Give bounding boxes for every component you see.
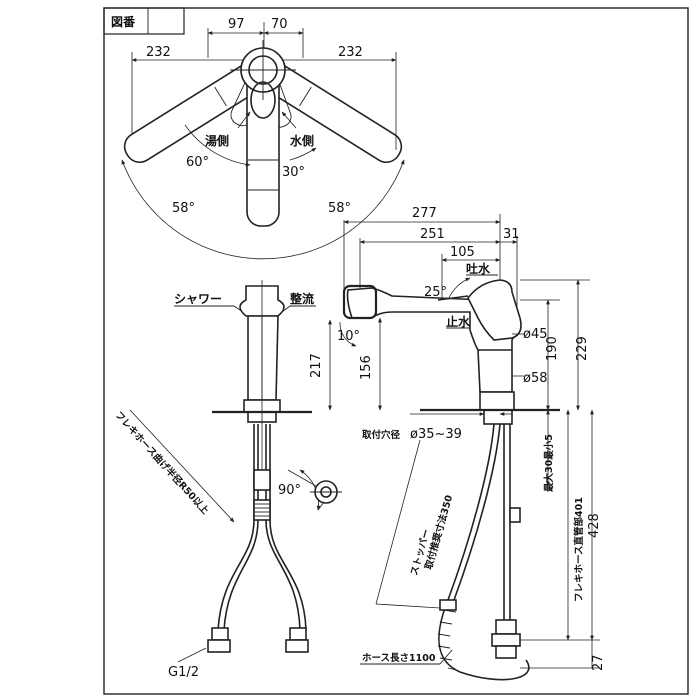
spout-water-label: 吐水 bbox=[466, 261, 491, 276]
angle-58-left: 58° bbox=[172, 201, 195, 216]
dim-277: 277 bbox=[412, 206, 437, 221]
title-block bbox=[103, 7, 185, 35]
flex-bend-radius-label: フレキホース曲げ半径R50以上 bbox=[113, 409, 212, 517]
angle-90: 90° bbox=[278, 483, 301, 498]
mount-hole-label: 取付穴径 bbox=[362, 429, 401, 441]
angle-10: 10° bbox=[337, 329, 360, 344]
dim-156: 156 bbox=[359, 355, 374, 380]
front-view: シャワー 整流 フレキホース曲げ半径R50以上 bbox=[113, 280, 342, 680]
angle-58-right: 58° bbox=[328, 201, 351, 216]
dim-232-right: 232 bbox=[338, 45, 363, 60]
side-view: 277 251 105 31 吐水 25° 止水 10° 217 156 190… bbox=[309, 206, 606, 681]
dim-27: 27 bbox=[591, 654, 606, 671]
hose-length-label: ホース長さ1100 bbox=[362, 653, 436, 664]
dim-190: 190 bbox=[545, 336, 560, 361]
dim-70: 70 bbox=[271, 17, 288, 32]
top-view: 97 70 232 232 bbox=[121, 17, 405, 260]
cold-side-label: 水側 bbox=[290, 133, 314, 148]
angle-60: 60° bbox=[186, 155, 209, 170]
dim-251: 251 bbox=[420, 227, 445, 242]
hot-side-label: 湯側 bbox=[205, 133, 229, 148]
dim-229: 229 bbox=[575, 336, 590, 361]
max-30-label: 最大30最小5 bbox=[543, 434, 555, 492]
title-block-label: 図番 bbox=[111, 14, 136, 29]
shower-label: シャワー bbox=[174, 292, 222, 306]
stop-water-label: 止水 bbox=[446, 314, 471, 329]
dim-232-left: 232 bbox=[146, 45, 171, 60]
angle-30: 30° bbox=[282, 165, 305, 180]
dim-105: 105 bbox=[450, 245, 475, 260]
dim-31: 31 bbox=[503, 227, 520, 242]
thread-label: G1/2 bbox=[168, 665, 199, 680]
drawing-border bbox=[103, 7, 689, 695]
aerated-label: 整流 bbox=[289, 291, 314, 306]
dia-45: ø45 bbox=[523, 327, 548, 342]
flex-hose-length-label: フレキホース直管部401 bbox=[573, 497, 585, 602]
dim-428: 428 bbox=[587, 513, 602, 538]
angle-25: 25° bbox=[424, 285, 447, 300]
dim-97: 97 bbox=[228, 17, 245, 32]
dia-58: ø58 bbox=[523, 371, 548, 386]
mount-hole-value: ø35~39 bbox=[410, 427, 462, 442]
dim-217: 217 bbox=[309, 353, 324, 378]
